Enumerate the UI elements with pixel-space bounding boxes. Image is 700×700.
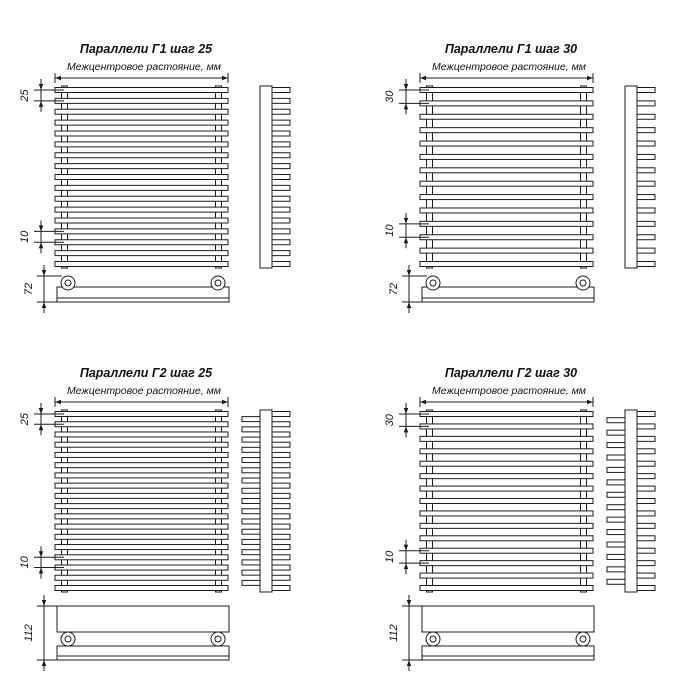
collector-height-label: 72 [23,283,35,295]
radiator-drawing: Параллели Г1 шаг 30 Межцентровое растоян… [384,42,656,313]
diagram-title: Параллели Г2 шаг 30 [445,366,577,380]
diagram-parallels-g1-step-30: Параллели Г1 шаг 30 Межцентровое растоян… [373,36,700,348]
width-dimension [419,397,594,407]
collector-height-dimension: 112 [23,595,62,671]
gap-dimension-label: 10 [384,550,396,563]
side-view [241,409,291,593]
collector-height-label: 72 [388,283,400,295]
diagram-parallels-g2-step-30: Параллели Г2 шаг 30 Межцентровое растоян… [373,360,700,672]
step-dimension: 25 [19,403,64,436]
width-dimension [54,397,229,407]
collector-height-dimension: 72 [23,265,62,313]
gap-dimension-label: 10 [384,224,396,237]
step-dimension-label: 30 [384,413,396,426]
diagram-title: Параллели Г1 шаг 25 [80,42,213,56]
dimension-caption: Межцентровое растояние, мм [67,385,221,397]
diagram-parallels-g1-step-25: Параллели Г1 шаг 25 Межцентровое растоян… [8,36,343,348]
width-dimension [54,73,229,83]
front-view [419,409,594,593]
bottom-collector [421,605,595,661]
gap-dimension: 10 [384,539,429,575]
step-dimension-label: 25 [19,88,31,102]
gap-dimension-label: 10 [19,555,31,568]
diagram-title: Параллели Г1 шаг 30 [445,42,577,56]
step-dimension: 30 [384,403,429,438]
dimension-caption: Межцентровое растояние, мм [67,61,221,73]
diagram-parallels-g2-step-25: Параллели Г2 шаг 25 Межцентровое растоян… [8,360,343,672]
step-dimension: 25 [19,79,64,112]
step-dimension-label: 30 [384,90,396,103]
collector-height-dimension: 72 [388,265,427,313]
gap-dimension: 10 [384,212,429,249]
collector-height-label: 112 [388,624,400,642]
width-dimension [419,73,594,83]
step-dimension: 30 [384,79,429,115]
side-view [259,85,291,269]
radiator-drawing: Параллели Г2 шаг 30 Межцентровое растоян… [384,366,656,671]
radiator-drawing: Параллели Г2 шаг 25 Межцентровое растоян… [19,366,291,671]
drawing-group: 25 10 112 [19,397,291,671]
gap-dimension: 10 [19,546,64,579]
gap-dimension: 10 [19,220,64,254]
step-dimension-label: 25 [19,412,31,426]
drawing-group: 30 10 72 [384,73,656,313]
bottom-collector [56,275,230,303]
front-view [54,409,229,593]
collector-height-dimension: 112 [388,595,427,671]
diagram-title: Параллели Г2 шаг 25 [80,366,213,380]
drawing-group: 30 10 112 [384,397,656,671]
side-view [624,85,656,269]
collector-height-label: 112 [23,624,35,642]
front-view [419,85,594,269]
bottom-collector [56,605,230,661]
dimension-caption: Межцентровое растояние, мм [432,385,586,397]
front-view [54,85,229,269]
drawing-group: 25 10 72 [19,73,291,313]
gap-dimension-label: 10 [19,230,31,243]
bottom-collector [421,275,595,303]
side-view [606,409,656,593]
radiator-drawing: Параллели Г1 шаг 25 Межцентровое растоян… [19,42,291,313]
dimension-caption: Межцентровое растояние, мм [432,61,586,73]
